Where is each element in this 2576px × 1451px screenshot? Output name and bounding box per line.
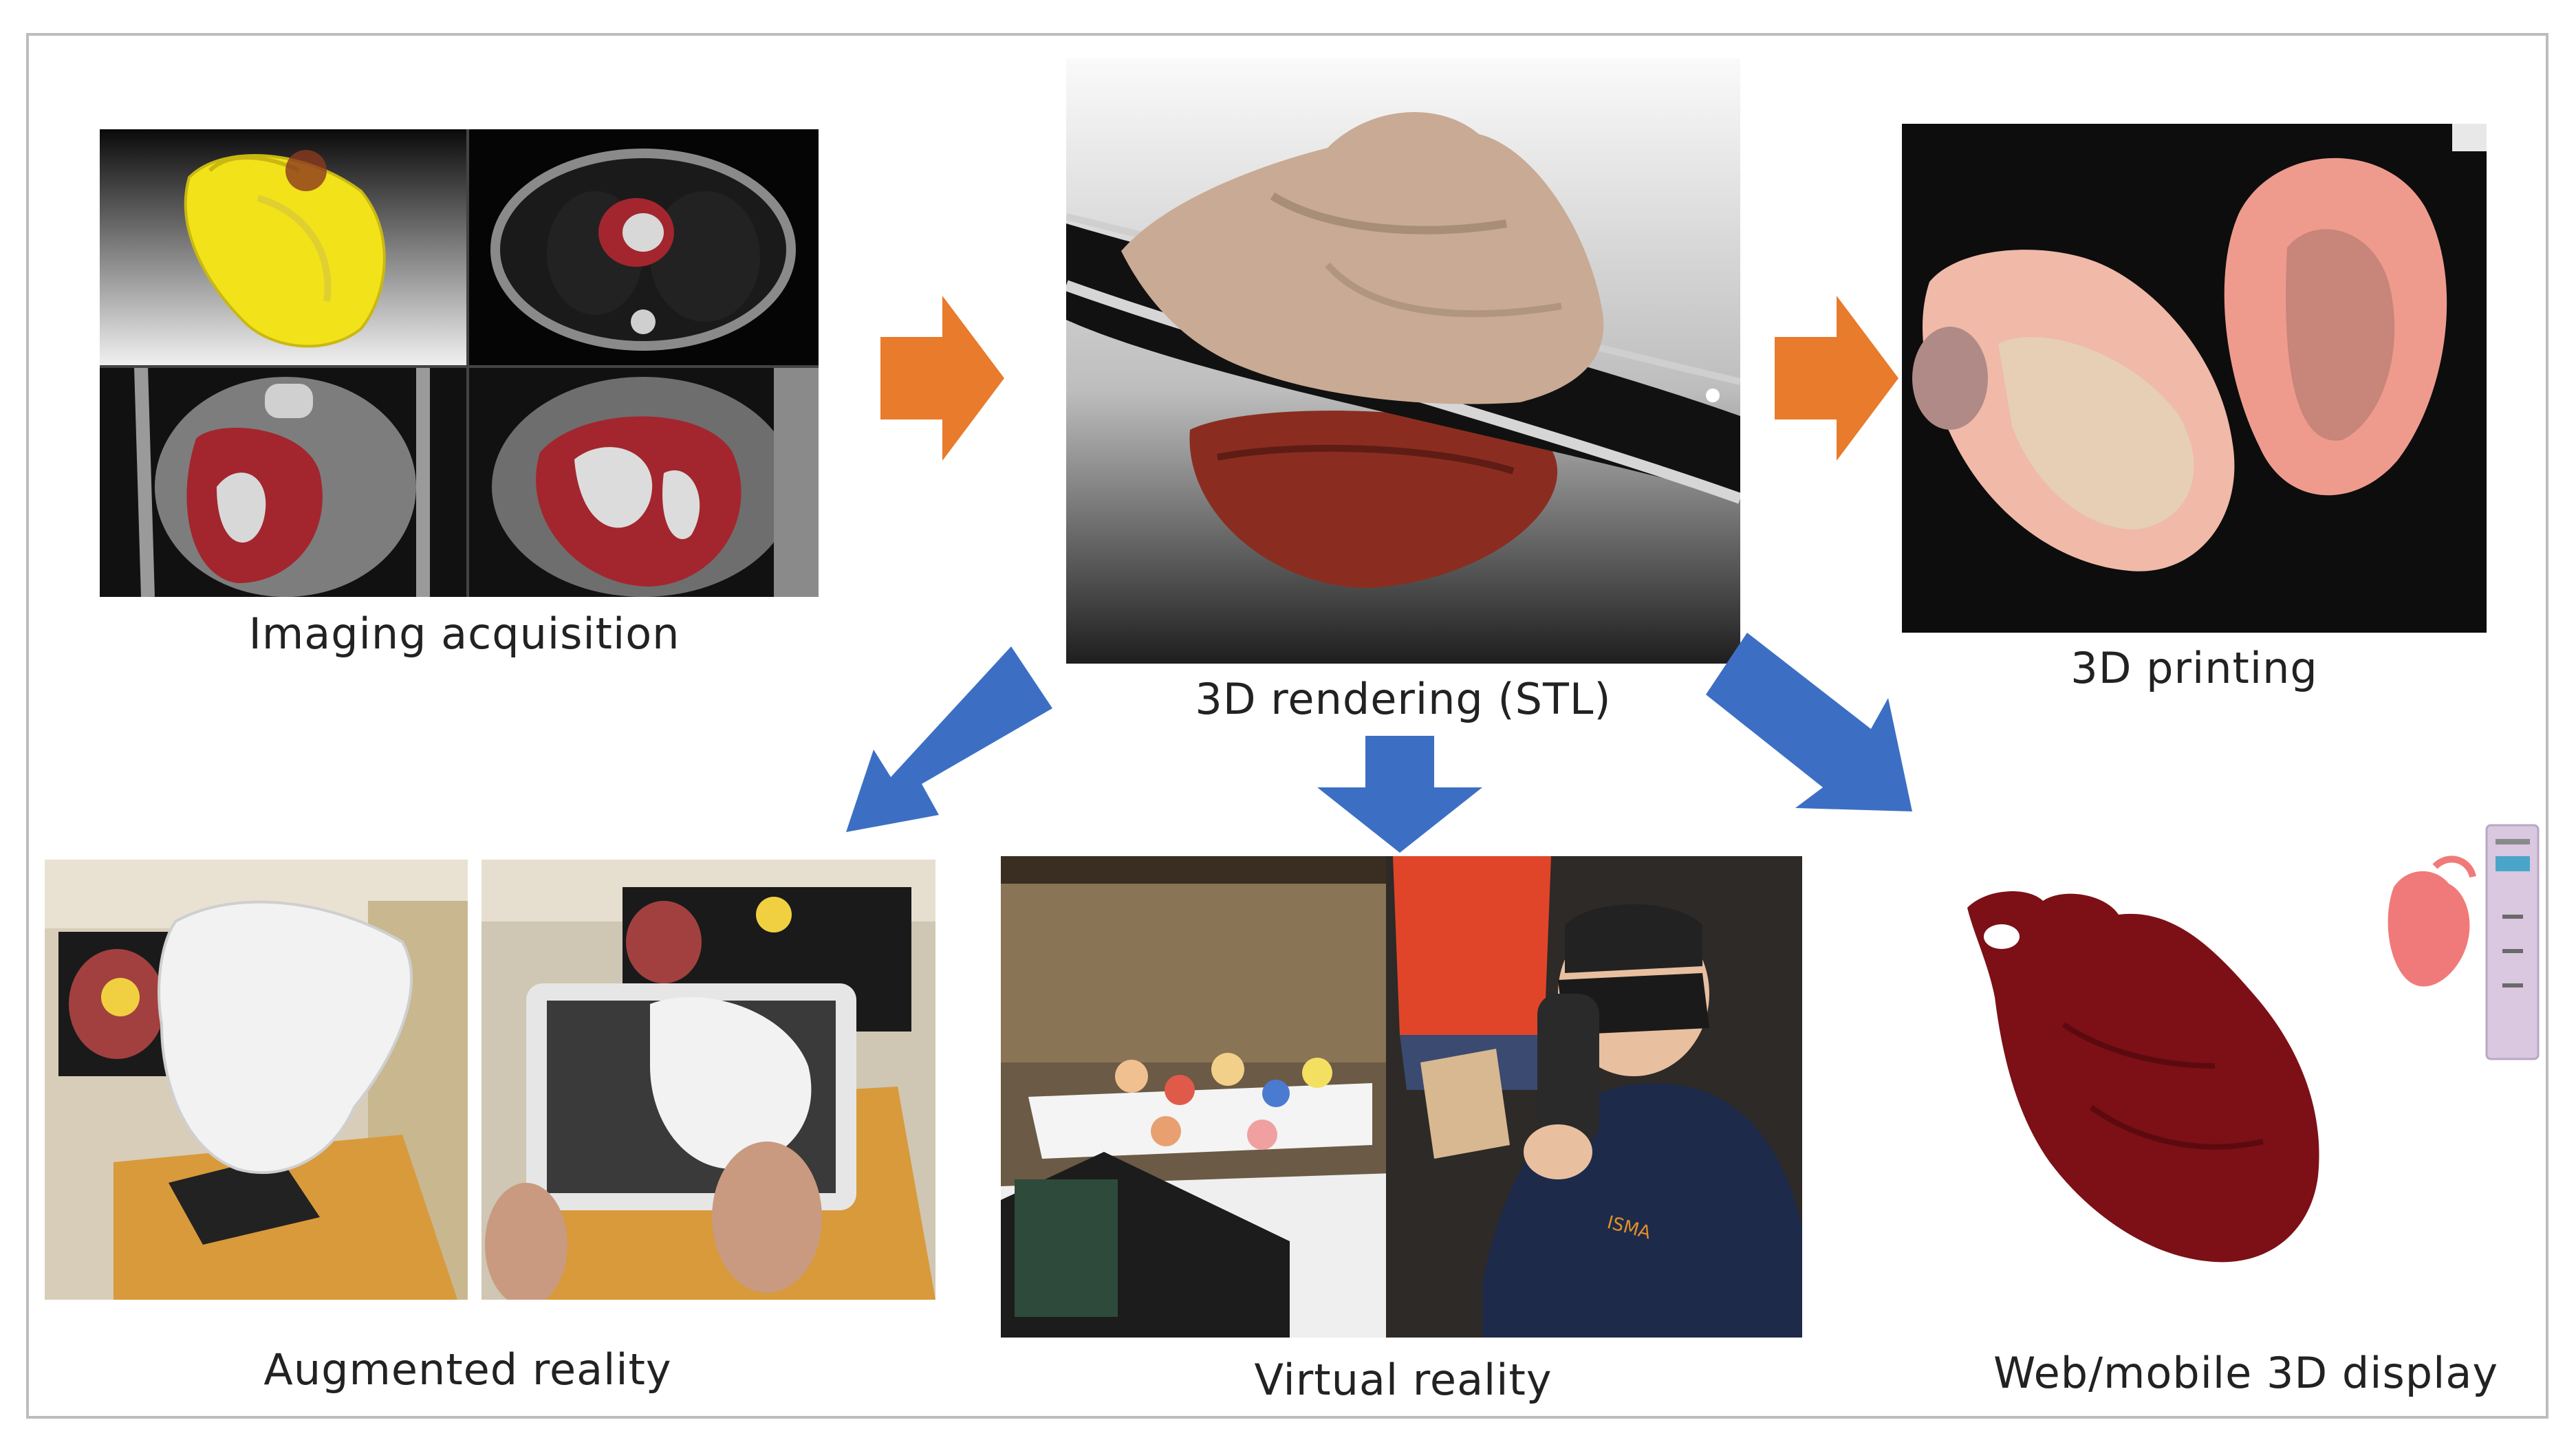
virtual-reality-label: Virtual reality (1254, 1355, 1552, 1405)
blue-arrow-down (1317, 736, 1482, 853)
web-mobile-display-label: Web/mobile 3D display (1993, 1348, 2499, 1398)
blue-arrow-down-right (1706, 633, 1926, 818)
imaging-acquisition-image (100, 129, 819, 597)
imaging-acquisition-label: Imaging acquisition (248, 609, 680, 659)
3d-printing-label: 3D printing (2070, 643, 2318, 693)
augmented-reality-image (45, 860, 935, 1300)
3d-rendering-image (1066, 58, 1740, 664)
augmented-reality-label: Augmented reality (263, 1344, 672, 1395)
virtual-reality-image: ISMA (1001, 856, 1802, 1338)
blue-arrow-down-left (832, 646, 1052, 839)
3d-printing-image (1902, 124, 2487, 633)
3d-rendering-label: 3D rendering (STL) (1195, 674, 1612, 724)
web-mobile-display-image (1912, 818, 2545, 1320)
figure-frame (26, 33, 2548, 1419)
orange-arrow-right-2 (1775, 296, 1898, 461)
orange-arrow-right-1 (880, 296, 1004, 461)
